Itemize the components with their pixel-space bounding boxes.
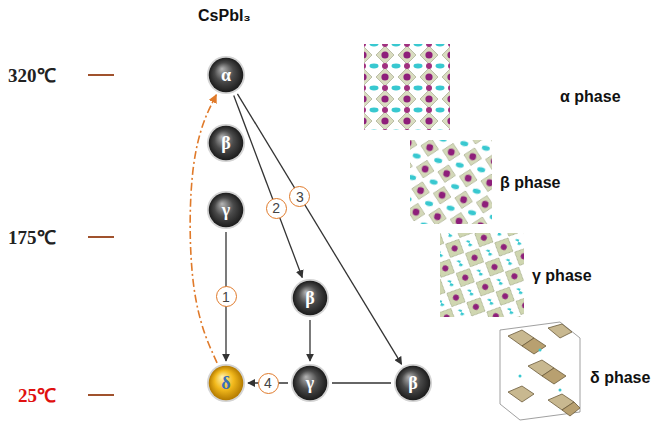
phase-symbol: γ	[222, 201, 230, 219]
callout-number: 1	[216, 286, 237, 307]
callout-number: 4	[258, 373, 279, 394]
phase-circle: α	[206, 55, 246, 95]
phase-circle: δ	[206, 363, 246, 403]
diagram-title: CsPbI₃	[198, 8, 251, 24]
gamma-structure	[440, 233, 524, 317]
temperature-label: 25℃	[18, 386, 56, 405]
phase-symbol: α	[221, 66, 231, 84]
phase-circle: γ	[206, 190, 246, 230]
phase-label: γ phase	[532, 268, 592, 284]
temperature-tick	[88, 74, 114, 76]
temperature-tick	[88, 394, 114, 396]
phase-symbol: γ	[306, 374, 314, 392]
phase-circle: β	[393, 363, 433, 403]
transition-arrow	[237, 94, 401, 364]
phase-label: β phase	[500, 175, 560, 191]
phase-symbol: β	[221, 134, 230, 152]
phase-circle: β	[290, 278, 330, 318]
callout-number: 2	[266, 198, 287, 219]
phase-circle: β	[206, 123, 246, 163]
phase-label: δ phase	[590, 370, 650, 386]
phase-label: α phase	[560, 89, 621, 105]
phase-symbol: δ	[221, 374, 230, 392]
beta-structure	[410, 140, 492, 224]
phase-circle: γ	[290, 363, 330, 403]
transition-arrow	[332, 382, 391, 383]
alpha-structure	[364, 44, 450, 130]
phase-symbol: β	[305, 289, 314, 307]
temperature-label: 175℃	[8, 228, 56, 247]
transition-arrow	[309, 320, 310, 361]
callout-number: 3	[289, 186, 310, 207]
temperature-tick	[88, 236, 114, 238]
temperature-label: 320℃	[8, 66, 56, 85]
transition-arrow	[234, 96, 302, 278]
delta-structure	[500, 322, 580, 420]
phase-symbol: β	[408, 374, 417, 392]
